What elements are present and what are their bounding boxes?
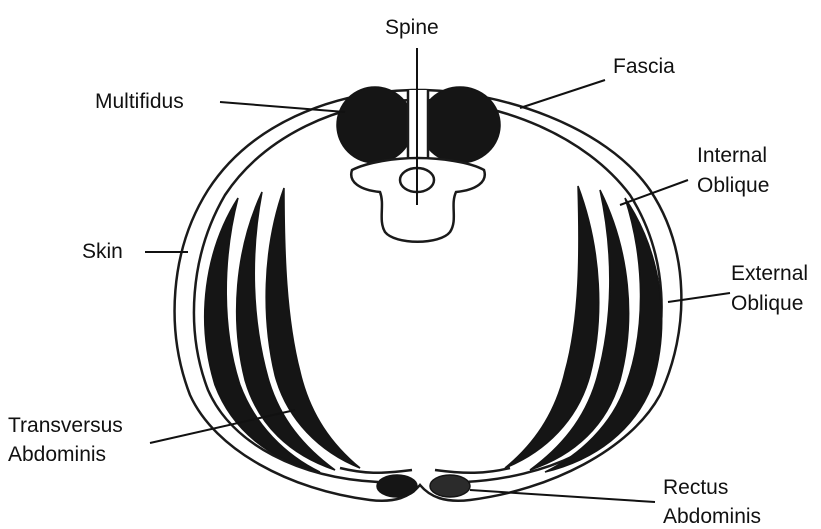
rectus-sheath-left bbox=[340, 468, 412, 473]
external-oblique-left bbox=[205, 198, 320, 472]
label-spine: Spine bbox=[385, 16, 439, 39]
external-oblique-leader bbox=[668, 293, 730, 302]
label-fascia: Fascia bbox=[613, 55, 675, 78]
rectus-abdominis-right bbox=[430, 475, 470, 497]
label-transversus-line1: Transversus bbox=[8, 414, 123, 437]
label-external-oblique-line2: Oblique bbox=[731, 292, 803, 315]
label-skin: Skin bbox=[82, 240, 123, 263]
label-internal-oblique-line2: Oblique bbox=[697, 174, 769, 197]
multifidus-right bbox=[420, 87, 500, 163]
rectus-sheath-right bbox=[435, 468, 510, 473]
label-rectus-line1: Rectus bbox=[663, 476, 728, 499]
label-external-oblique-line1: External bbox=[731, 262, 808, 285]
fascia-leader bbox=[520, 80, 605, 108]
label-multifidus: Multifidus bbox=[95, 90, 184, 113]
multifidus-left bbox=[337, 87, 413, 163]
label-internal-oblique-line1: Internal bbox=[697, 144, 767, 167]
internal-oblique-leader bbox=[620, 180, 688, 205]
rectus-abdominis-left bbox=[377, 475, 417, 497]
label-rectus-line2: Abdominis bbox=[663, 505, 761, 528]
external-oblique-right bbox=[545, 198, 662, 472]
label-transversus-line2: Abdominis bbox=[8, 443, 106, 466]
